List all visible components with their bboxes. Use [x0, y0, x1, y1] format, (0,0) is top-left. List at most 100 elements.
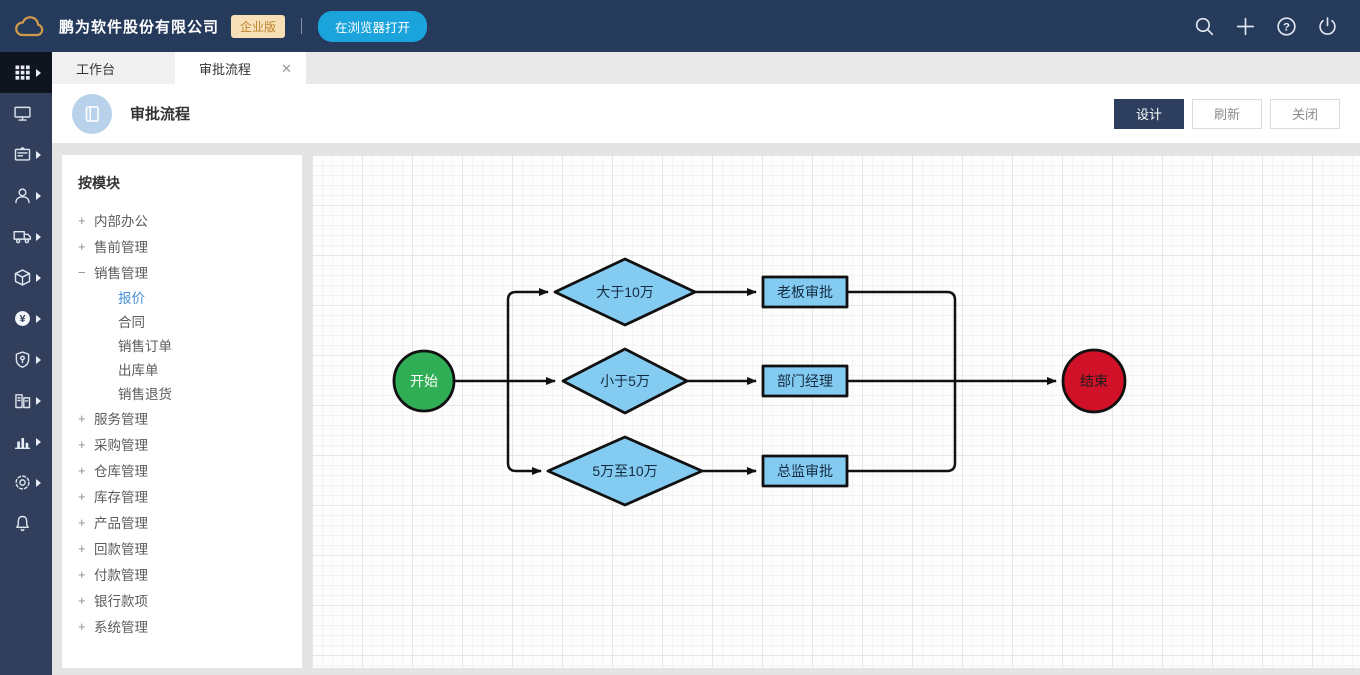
- sidebar-item-certificate[interactable]: [0, 134, 52, 175]
- flow-designer-canvas[interactable]: 开始 大于10万小于5万 5万至10万 老板审批部门经理总监审批 结束: [312, 155, 1360, 668]
- expand-caret-icon: [35, 478, 41, 487]
- bell-icon: [12, 513, 33, 534]
- plus-icon[interactable]: [1233, 14, 1258, 39]
- expand-icon[interactable]: +: [78, 462, 86, 478]
- sidebar-item-gear[interactable]: [0, 462, 52, 503]
- expand-icon[interactable]: +: [78, 540, 86, 556]
- tree-node-label: 付款管理: [94, 568, 148, 583]
- tree-leaf[interactable]: 销售订单: [118, 339, 172, 354]
- tree-node-label: 回款管理: [94, 542, 148, 557]
- tree-node[interactable]: + 产品管理: [78, 509, 302, 535]
- search-icon[interactable]: [1192, 14, 1217, 39]
- expand-caret-icon: [35, 232, 41, 241]
- expand-icon[interactable]: +: [78, 592, 86, 608]
- expand-icon[interactable]: +: [78, 410, 86, 426]
- page-title: 审批流程: [130, 106, 191, 123]
- expand-icon[interactable]: +: [78, 514, 86, 530]
- tree-leaf[interactable]: 报价: [118, 291, 145, 306]
- expand-caret-icon: [35, 68, 41, 77]
- tree-node-label: 仓库管理: [94, 464, 148, 479]
- flow-node-approve-director[interactable]: 总监审批: [761, 454, 849, 488]
- main-area: 工作台审批流程✕ 审批流程 设计刷新关闭 按模块 +内部办公+售前管理−销售管理…: [52, 52, 1360, 675]
- sidebar-item-bell[interactable]: [0, 503, 52, 544]
- tree-node[interactable]: +服务管理: [78, 405, 302, 431]
- sidebar-item-cube[interactable]: [0, 257, 52, 298]
- gear-icon: [12, 472, 33, 493]
- tree-node[interactable]: +银行款项: [78, 587, 302, 613]
- flow-node-approve-manager[interactable]: 部门经理: [761, 364, 849, 398]
- tree-leaf[interactable]: 销售退货: [118, 387, 172, 402]
- design-button[interactable]: 设计: [1114, 98, 1184, 129]
- tab-workbench[interactable]: 工作台: [52, 52, 176, 84]
- close-button[interactable]: 关闭: [1270, 98, 1340, 129]
- expand-caret-icon: [35, 355, 41, 364]
- refresh-button[interactable]: 刷新: [1192, 98, 1262, 129]
- svg-text:?: ?: [1283, 21, 1290, 33]
- flow-node-label: 5万至10万: [592, 463, 657, 479]
- flow-node-label: 老板审批: [777, 284, 833, 300]
- expand-icon[interactable]: +: [78, 566, 86, 582]
- building-icon: [12, 390, 33, 411]
- sidebar-item-building[interactable]: [0, 380, 52, 421]
- page-header-buttons: 设计刷新关闭: [1114, 98, 1340, 129]
- tree-leaf[interactable]: 合同: [118, 315, 145, 330]
- cube-icon: [12, 267, 33, 288]
- page-header: 审批流程 设计刷新关闭: [52, 84, 1360, 143]
- truck-icon: [12, 226, 33, 247]
- tree-node[interactable]: +系统管理: [78, 613, 302, 639]
- power-icon[interactable]: [1315, 14, 1340, 39]
- tab-label: 工作台: [76, 61, 116, 77]
- flow-node-cond-lt-50k[interactable]: 小于5万: [561, 347, 689, 415]
- tree-node[interactable]: + 采购管理: [78, 431, 302, 457]
- apps-grid-icon: [12, 62, 33, 83]
- open-in-browser-button[interactable]: 在浏览器打开: [318, 10, 428, 42]
- sidebar-item-shield[interactable]: [0, 339, 52, 380]
- certificate-icon: [12, 144, 33, 165]
- tree-node[interactable]: + 仓库管理: [78, 457, 302, 483]
- expand-icon[interactable]: +: [78, 488, 86, 504]
- expand-caret-icon: [35, 150, 41, 159]
- tab-label: 审批流程: [199, 61, 252, 77]
- yuan-circle-icon: ¥: [12, 308, 33, 329]
- close-icon[interactable]: ✕: [281, 60, 292, 76]
- tree-node[interactable]: + 库存管理: [78, 483, 302, 509]
- flow-edge-approve-boss-to-end: [847, 290, 957, 381]
- tree-node[interactable]: + 付款管理: [78, 561, 302, 587]
- bar-chart-icon: [12, 431, 33, 452]
- sidebar-item-truck[interactable]: [0, 216, 52, 257]
- collapse-icon[interactable]: −: [78, 264, 86, 280]
- flow-node-label: 总监审批: [777, 463, 833, 479]
- flow-node-approve-boss[interactable]: 老板审批: [761, 275, 849, 309]
- tree-node-label: 库存管理: [94, 490, 148, 505]
- sidebar-item-yuan-circle[interactable]: ¥: [0, 298, 52, 339]
- flow-node-label: 小于5万: [600, 373, 650, 389]
- sidebar-item-bar-chart[interactable]: [0, 421, 52, 462]
- flow-edge-start-to-cond-50k-100k: [506, 381, 542, 475]
- tree-node[interactable]: + 售前管理: [78, 233, 302, 259]
- sidebar-item-monitor[interactable]: [0, 93, 52, 134]
- monitor-icon: [12, 103, 33, 124]
- tree-node-label: 产品管理: [94, 516, 148, 531]
- flow-node-cond-gt-100k[interactable]: 大于10万: [553, 257, 697, 327]
- tree-node-label: 采购管理: [94, 438, 148, 453]
- app-sidebar: ¥: [0, 52, 52, 675]
- flow-node-end[interactable]: 结束: [1061, 348, 1127, 414]
- flow-node-start[interactable]: 开始: [392, 349, 456, 413]
- tree-node[interactable]: + 回款管理: [78, 535, 302, 561]
- expand-icon[interactable]: +: [78, 238, 86, 254]
- expand-icon[interactable]: +: [78, 618, 86, 634]
- expand-icon[interactable]: +: [78, 212, 86, 228]
- tree-node[interactable]: −销售管理: [78, 259, 302, 285]
- tab-approval-flow[interactable]: 审批流程 ✕: [175, 52, 306, 84]
- expand-icon[interactable]: +: [78, 436, 86, 452]
- flow-node-cond-50k-100k[interactable]: 5万至10万: [546, 435, 704, 507]
- tree-node[interactable]: +内部办公: [78, 207, 302, 233]
- user-icon: [12, 185, 33, 206]
- tree-node-label: 售前管理: [94, 240, 148, 255]
- expand-caret-icon: [35, 314, 41, 323]
- sidebar-item-apps-grid[interactable]: [0, 52, 52, 93]
- sidebar-item-user[interactable]: [0, 175, 52, 216]
- tree-leaf[interactable]: 出库单: [118, 363, 159, 378]
- help-icon[interactable]: ?: [1274, 14, 1299, 39]
